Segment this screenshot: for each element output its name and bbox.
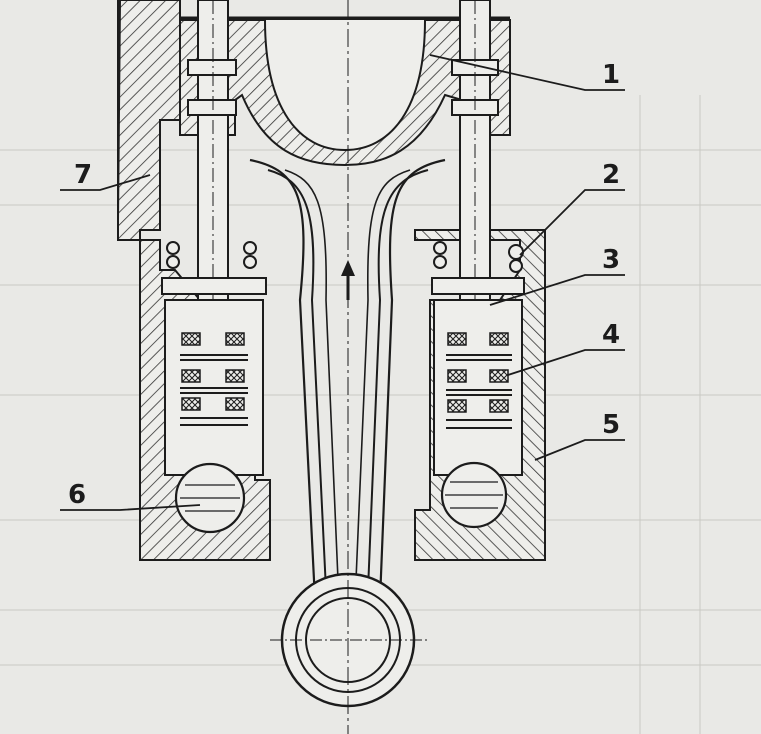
callout-4: 4 (602, 320, 621, 350)
callout-2: 2 (602, 160, 621, 190)
callout-1: 1 (602, 60, 621, 90)
right-plunger-body (431, 277, 525, 295)
callout-6: 6 (68, 480, 87, 510)
callout-5: 5 (602, 410, 621, 440)
callout-3: 3 (602, 245, 621, 275)
left-plunger-body (161, 277, 267, 295)
bearing-balls (166, 241, 524, 273)
leader-lines (60, 54, 625, 511)
motion-arrow (341, 260, 355, 300)
right-seal-rings (447, 332, 509, 413)
left-seal-rings (181, 332, 245, 411)
callout-7: 7 (74, 160, 93, 190)
